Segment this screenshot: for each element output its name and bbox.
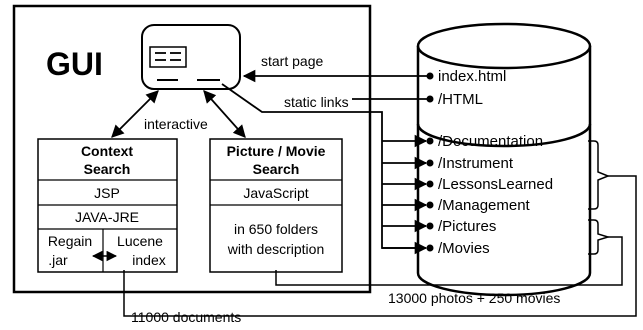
db-item-management: /Management (438, 197, 531, 214)
context-search-title-2: Search (84, 161, 131, 177)
start-page-window-icon (141, 24, 241, 90)
item-dot (426, 201, 434, 209)
picture-search-desc-1: in 650 folders (234, 221, 318, 237)
item-dot (426, 137, 434, 145)
gui-box (12, 4, 372, 294)
start-page-label: start page (261, 53, 323, 69)
item-dot (426, 222, 434, 230)
regain-jar-line2: .jar (48, 252, 68, 268)
lucene-index-line1: Lucene (117, 233, 163, 249)
gui-title: GUI (46, 46, 103, 82)
item-dot (426, 244, 434, 252)
picture-search-title-1: Picture / Movie (227, 143, 326, 159)
database-items (426, 72, 434, 252)
documents-label: 11000 documents (131, 309, 241, 325)
pictures-bracket (275, 219, 623, 286)
item-dot (426, 159, 434, 167)
documents-bracket (123, 140, 637, 317)
context-search-java-jre: JAVA-JRE (75, 209, 139, 225)
db-item-pictures: /Pictures (438, 218, 496, 235)
database-cylinder (416, 22, 592, 297)
regain-jar-line1: Regain (48, 233, 92, 249)
lucene-index-line2: index (132, 252, 165, 268)
picture-search-title-2: Search (253, 161, 300, 177)
db-item-instrument: /Instrument (438, 155, 514, 172)
picture-search-javascript: JavaScript (243, 185, 308, 201)
db-item-movies: /Movies (438, 240, 490, 257)
db-item-documentation: /Documentation (438, 133, 543, 150)
db-item-html: /HTML (438, 91, 483, 108)
interactive-label: interactive (144, 116, 208, 132)
photos-movies-label: 13000 photos + 250 movies (388, 290, 560, 306)
interactive-arrow-left (111, 90, 159, 138)
item-dot (426, 180, 434, 188)
context-search-jsp: JSP (94, 185, 120, 201)
picture-search-desc-2: with description (227, 241, 325, 257)
context-search-title-1: Context (81, 143, 133, 159)
static-links-label: static links (284, 94, 349, 110)
static-links-arrows (382, 134, 428, 255)
picture-search-box (209, 138, 343, 273)
db-item-index-html: index.html (438, 68, 506, 85)
context-search-box (37, 138, 178, 273)
interactive-arrow-right (203, 90, 246, 138)
db-item-lessons-learned: /LessonsLearned (438, 176, 553, 193)
